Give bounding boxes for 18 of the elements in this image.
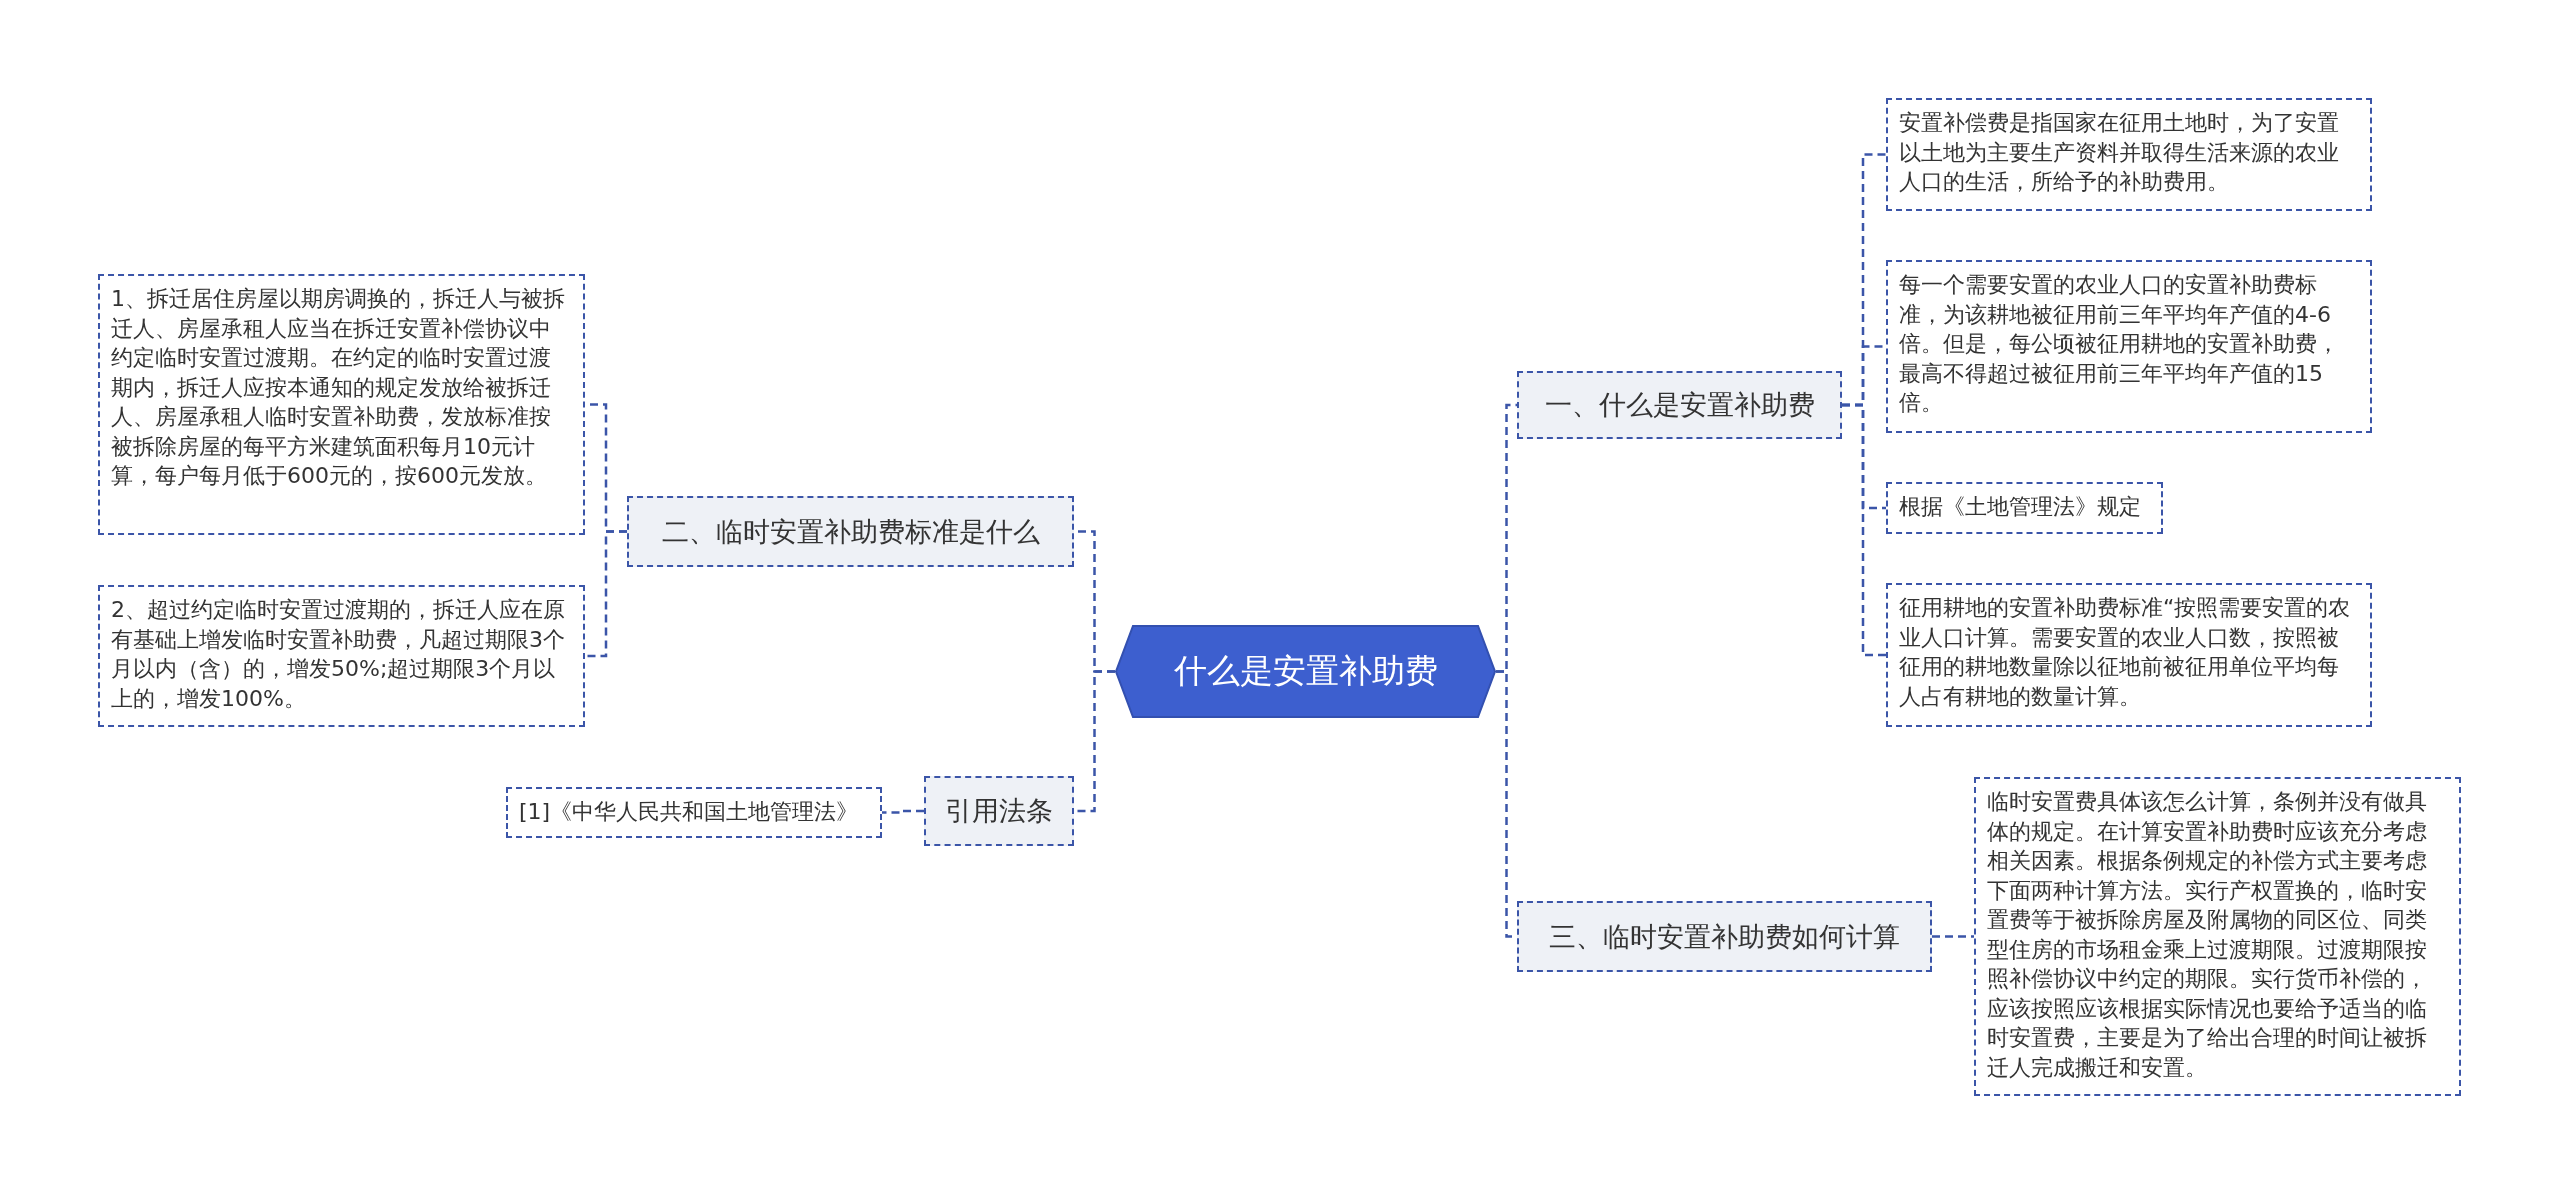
topic-box: 二、临时安置补助费标准是什么 <box>627 496 1074 567</box>
text-box: 临时安置费具体该怎么计算，条例并没有做具体的规定。在计算安置补助费时应该充分考虑相关因素。根据条例规定的补偿方式主要考虑下面两种计算方法。实行产权置换的，临时安置费等于被拆除房屋及附属物的同区位、同类型住房的市场租金乘上过渡期限。过渡期限按照补偿协议中约定的期限。实行货币补偿的，应该按照应该根据实际情况也要给予适当的临时安置费，主要是为了给出合理的时间让被拆迁人完成搬迁和安置。 <box>1974 777 2461 1096</box>
text-box: 每一个需要安置的农业人口的安置补助费标准，为该耕地被征用前三年平均年产值的4-6倍。但是，每公顷被征用耕地的安置补助费，最高不得超过被征用前三年平均年产值的15倍。 <box>1886 260 2372 433</box>
text-box: 征用耕地的安置补助费标准“按照需要安置的农业人口计算。需要安置的农业人口数，按照被征用的耕地数量除以征地前被征用单位平均每人占有耕地的数量计算。 <box>1886 583 2372 727</box>
text-box: 2、超过约定临时安置过渡期的，拆迁人应在原有基础上增发临时安置补助费，凡超过期限3个月以内（含）的，增发50%;超过期限3个月以上的，增发100%。 <box>98 585 585 727</box>
text-box: 根据《土地管理法》规定 <box>1886 482 2163 534</box>
text-box: 1、拆迁居住房屋以期房调换的，拆迁人与被拆迁人、房屋承租人应当在拆迁安置补偿协议中约定临时安置过渡期。在约定的临时安置过渡期内，拆迁人应按本通知的规定发放给被拆迁人、房屋承租人临时安置补助费，发放标准按被拆除房屋的每平方米建筑面积每月10元计算，每户每月低于600元的，按600元发放。 <box>98 274 585 535</box>
topic-box: 引用法条 <box>924 776 1074 846</box>
connector-line <box>882 809 924 814</box>
topic-box: 三、临时安置补助费如何计算 <box>1517 901 1932 972</box>
text-box: 安置补偿费是指国家在征用土地时，为了安置以土地为主要生产资料并取得生活来源的农业人口的生活，所给予的补助费用。 <box>1886 98 2372 211</box>
connector-line <box>1932 935 1974 938</box>
central-topic-hexagon <box>1115 625 1496 718</box>
text-box: [1]《中华人民共和国土地管理法》 <box>506 787 882 838</box>
topic-box: 一、什么是安置补助费 <box>1517 371 1842 439</box>
connector-line <box>585 530 627 658</box>
topic-text: 什么是安置补助费 <box>1173 650 1438 692</box>
connector-line <box>1842 403 1886 657</box>
